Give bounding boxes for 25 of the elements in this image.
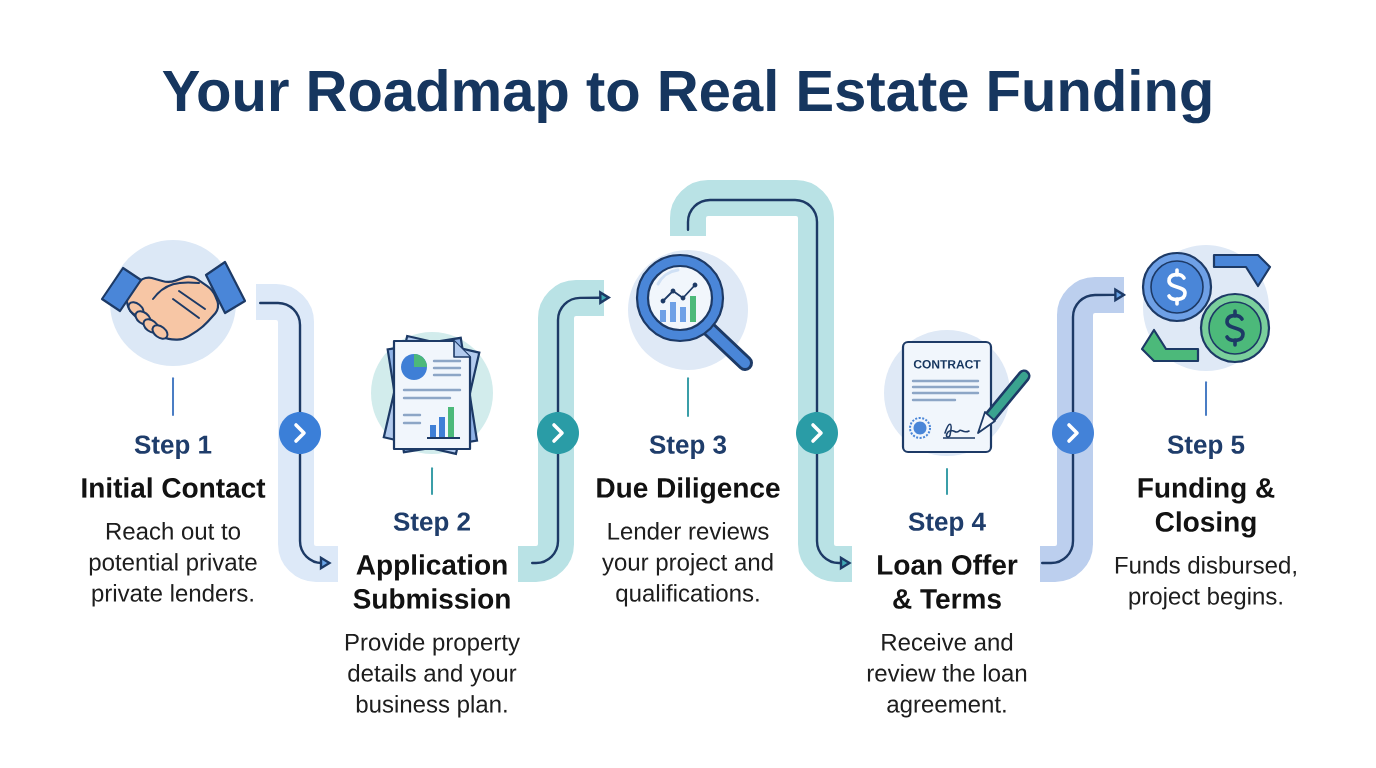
coins-icon	[1140, 245, 1272, 371]
title: Your Roadmap to Real Estate Funding	[162, 68, 1211, 124]
step-label: Step 3	[649, 435, 727, 459]
step-label: Step 5	[1167, 435, 1245, 459]
report-icon	[371, 332, 493, 456]
connector-line	[431, 467, 433, 495]
connector-line	[687, 377, 689, 417]
step-description: Funds disbursed, project begins.	[1115, 556, 1296, 610]
connector-line	[172, 377, 174, 416]
handshake-icon	[100, 240, 247, 366]
step-description: Receive and review the loan agreement.	[867, 633, 1027, 718]
step-description: Reach out to potential private private lenders.	[89, 522, 257, 607]
step-label: Step 1	[134, 435, 212, 459]
step-title: Application Submission	[353, 554, 510, 609]
step-title: Due Diligence	[597, 477, 780, 504]
connector-line	[1205, 381, 1207, 416]
step-label: Step 4	[908, 512, 986, 536]
magnifier-icon	[628, 250, 753, 371]
step-title: Initial Contact	[82, 477, 266, 498]
step-label: Step 2	[393, 512, 470, 536]
step-description: Lender reviews your project and qualifications.	[602, 522, 773, 607]
step-title: Funding & Closing	[1138, 477, 1275, 538]
step-description: Provide property details and your business plan.	[345, 633, 520, 718]
connector-line	[946, 468, 948, 495]
step-title: Loan Offer & Terms	[878, 554, 1018, 609]
